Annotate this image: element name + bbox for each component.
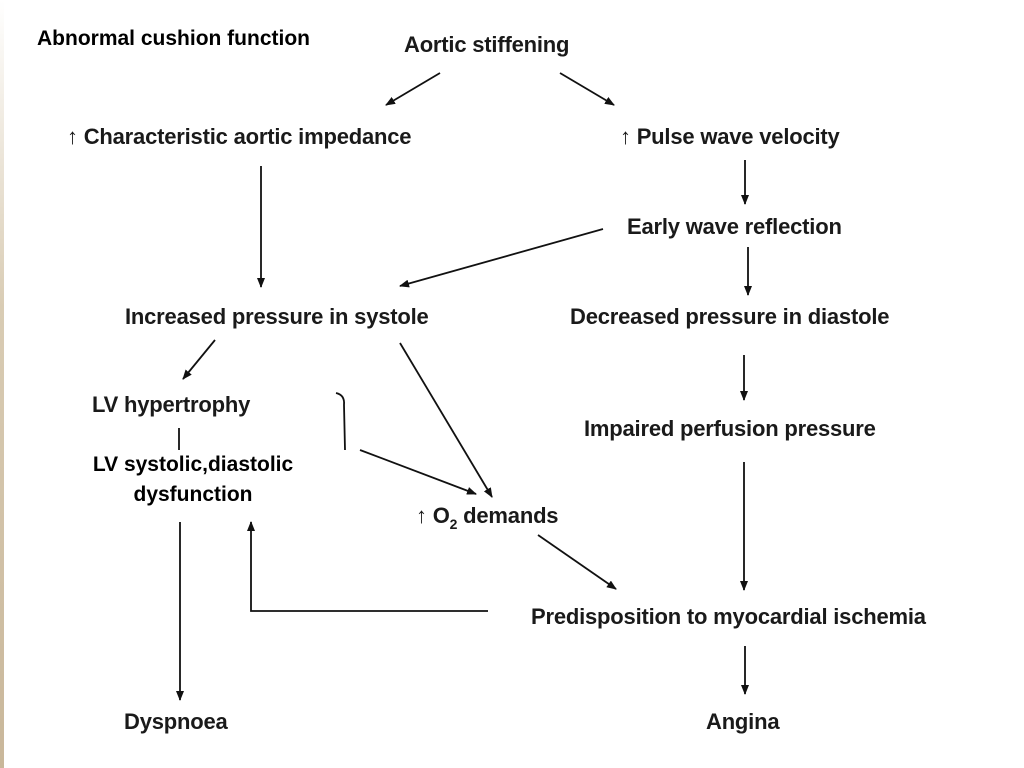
- arrow-stiffening-to-pwv: [559, 72, 615, 106]
- arrow-stiffening-to-impedance: [385, 72, 441, 106]
- arrow-systole-to-o2: [399, 342, 493, 498]
- node-angina: Angina: [706, 709, 780, 734]
- bracket-lvh-to-o2: [335, 392, 346, 451]
- diagram-title: Abnormal cushion function: [37, 27, 310, 50]
- node-pulse-wave-velocity: ↑ Pulse wave velocity: [620, 124, 840, 149]
- node-o2-demands: ↑ O2 demands: [416, 503, 559, 532]
- arrow-o2-to-ischemia: [537, 534, 617, 590]
- node-lv-hypertrophy: LV hypertrophy: [92, 392, 251, 417]
- arrow-systole-to-lvh: [182, 339, 216, 380]
- node-characteristic-aortic-impedance: ↑ Characteristic aortic impedance: [67, 124, 412, 149]
- node-predisposition-myocardial-ischemia: Predisposition to myocardial ischemia: [531, 604, 926, 629]
- node-increased-pressure-systole: Increased pressure in systole: [125, 304, 429, 329]
- node-decreased-pressure-diastole: Decreased pressure in diastole: [570, 304, 890, 329]
- lv-dysfunction-line1: LV systolic,diastolic: [92, 453, 294, 476]
- arrow-ischemia-to-lv-dysfunction: [247, 521, 488, 612]
- node-early-wave-reflection: Early wave reflection: [627, 214, 842, 239]
- node-lv-systolic-diastolic-dysfunction: LV systolic,diastolic dysfunction: [36, 450, 350, 512]
- slide-left-edge: [0, 0, 4, 768]
- arrow-reflection-to-systole: [399, 228, 604, 288]
- o2-up-arrow: ↑: [416, 503, 427, 528]
- o2-demands-label: demands: [457, 503, 559, 528]
- o2-subscript: 2: [449, 516, 458, 532]
- o2-symbol: O: [432, 503, 450, 528]
- node-impaired-perfusion-pressure: Impaired perfusion pressure: [584, 416, 876, 441]
- arrow-lvh-to-o2: [359, 449, 477, 495]
- lv-dysfunction-line2: dysfunction: [133, 483, 253, 506]
- node-dyspnoea: Dyspnoea: [124, 709, 228, 734]
- node-aortic-stiffening: Aortic stiffening: [404, 32, 570, 57]
